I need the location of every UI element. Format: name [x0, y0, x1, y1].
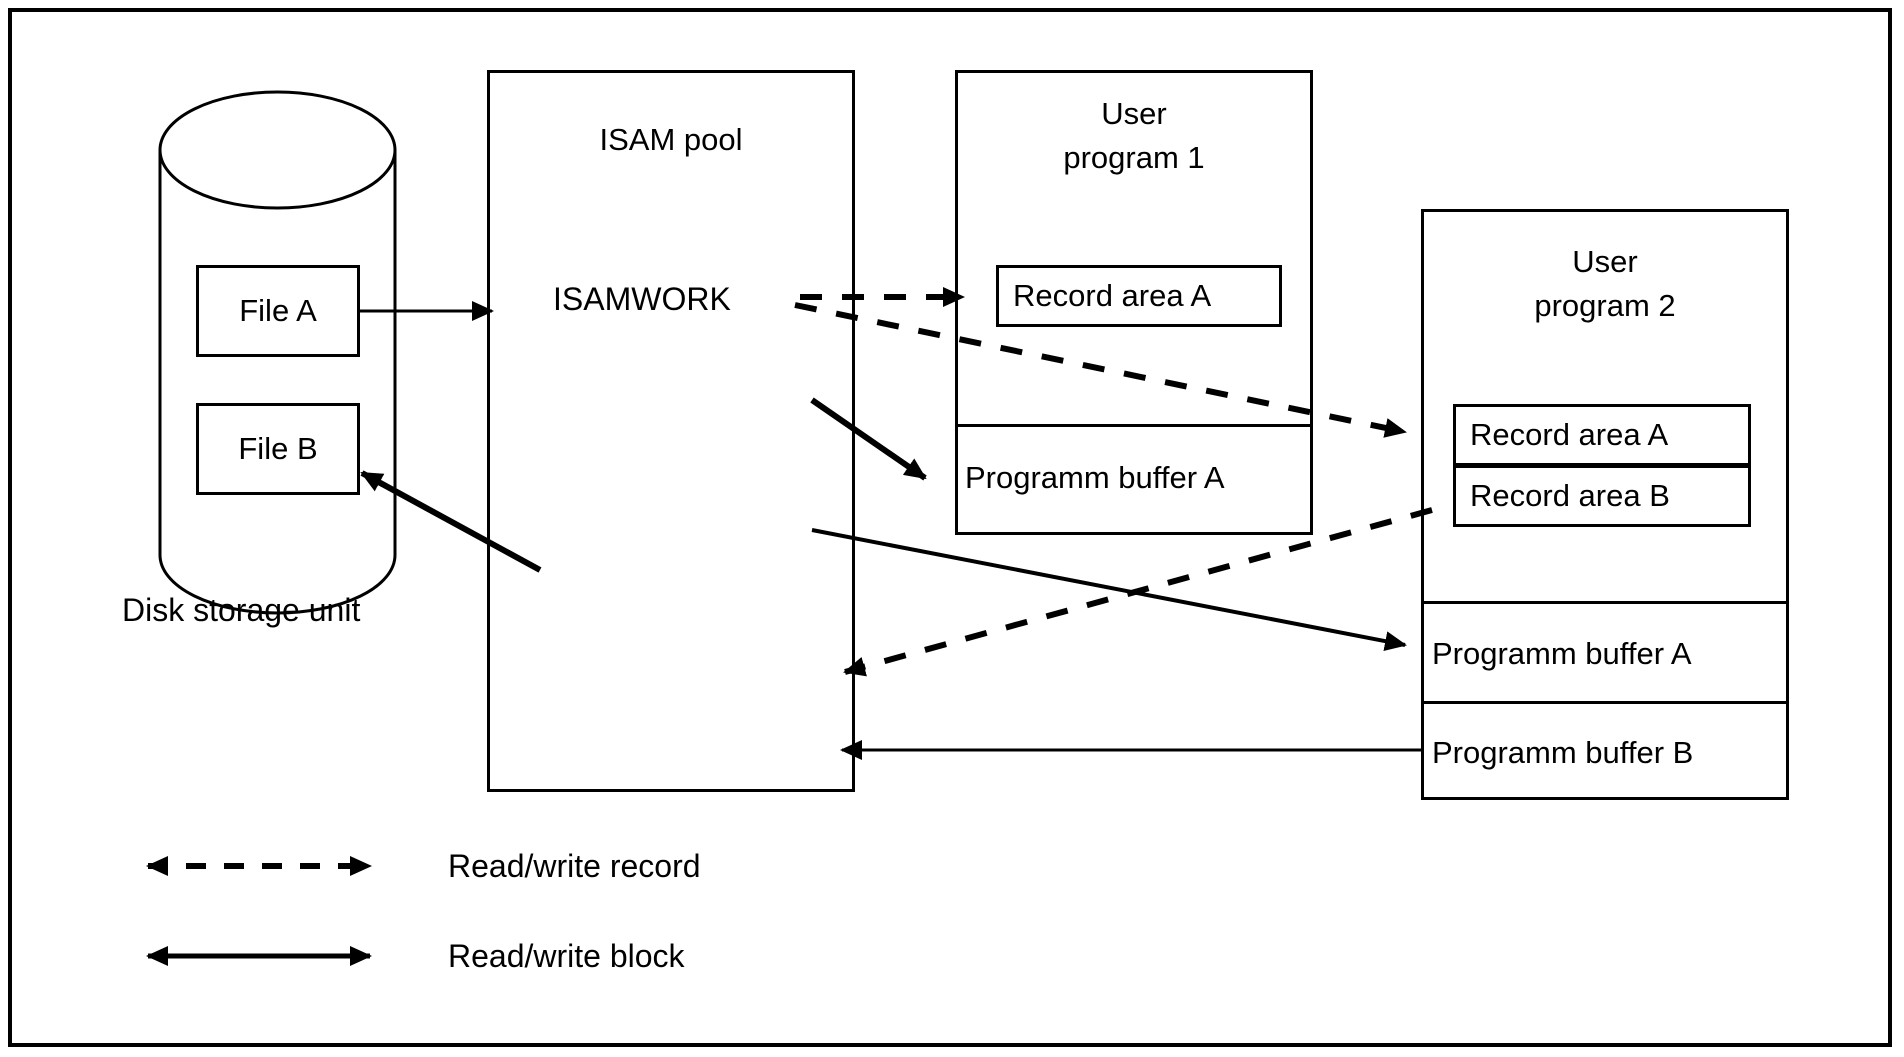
user-program-1-title-line-2: program 1 — [1063, 140, 1205, 175]
user-program-1-record-area-a[interactable]: Record area A — [996, 265, 1282, 327]
file-box-b-label: File B — [238, 431, 318, 466]
user-program-2-divider — [1421, 601, 1789, 604]
user-program-1-record-area-a-label: Record area A — [1013, 278, 1212, 313]
user-program-2-buffer-b-label: Programm buffer B — [1432, 735, 1694, 770]
legend-read-write-record-label: Read/write record — [448, 848, 701, 884]
user-program-2-title-line-1: User — [1572, 244, 1638, 279]
user-program-1-title-line-1: User — [1101, 96, 1167, 131]
user-program-2-record-area-a-label: Record area A — [1470, 417, 1669, 452]
user-program-1-buffer-a-label: Programm buffer A — [965, 460, 1225, 495]
isamwork-label: ISAMWORK — [553, 281, 731, 317]
file-box-b[interactable]: File B — [196, 403, 360, 495]
user-program-2-box[interactable] — [1421, 209, 1789, 800]
user-program-2-buffer-divider — [1421, 701, 1789, 704]
user-program-2-title-line-2: program 2 — [1534, 288, 1676, 323]
isam-pool-title: ISAM pool — [599, 122, 743, 157]
user-program-1-divider — [955, 424, 1313, 427]
isam-pool-box[interactable] — [487, 70, 855, 792]
disk-storage-unit-label: Disk storage unit — [122, 592, 361, 628]
legend-read-write-block-label: Read/write block — [448, 938, 685, 974]
user-program-2-record-area-b[interactable]: Record area B — [1453, 465, 1751, 527]
user-program-2-record-area-b-label: Record area B — [1470, 478, 1670, 513]
user-program-2-buffer-a-label: Programm buffer A — [1432, 636, 1692, 671]
user-program-1-box[interactable] — [955, 70, 1313, 535]
file-box-a-label: File A — [239, 293, 317, 328]
user-program-2-record-area-a[interactable]: Record area A — [1453, 404, 1751, 466]
file-box-a[interactable]: File A — [196, 265, 360, 357]
